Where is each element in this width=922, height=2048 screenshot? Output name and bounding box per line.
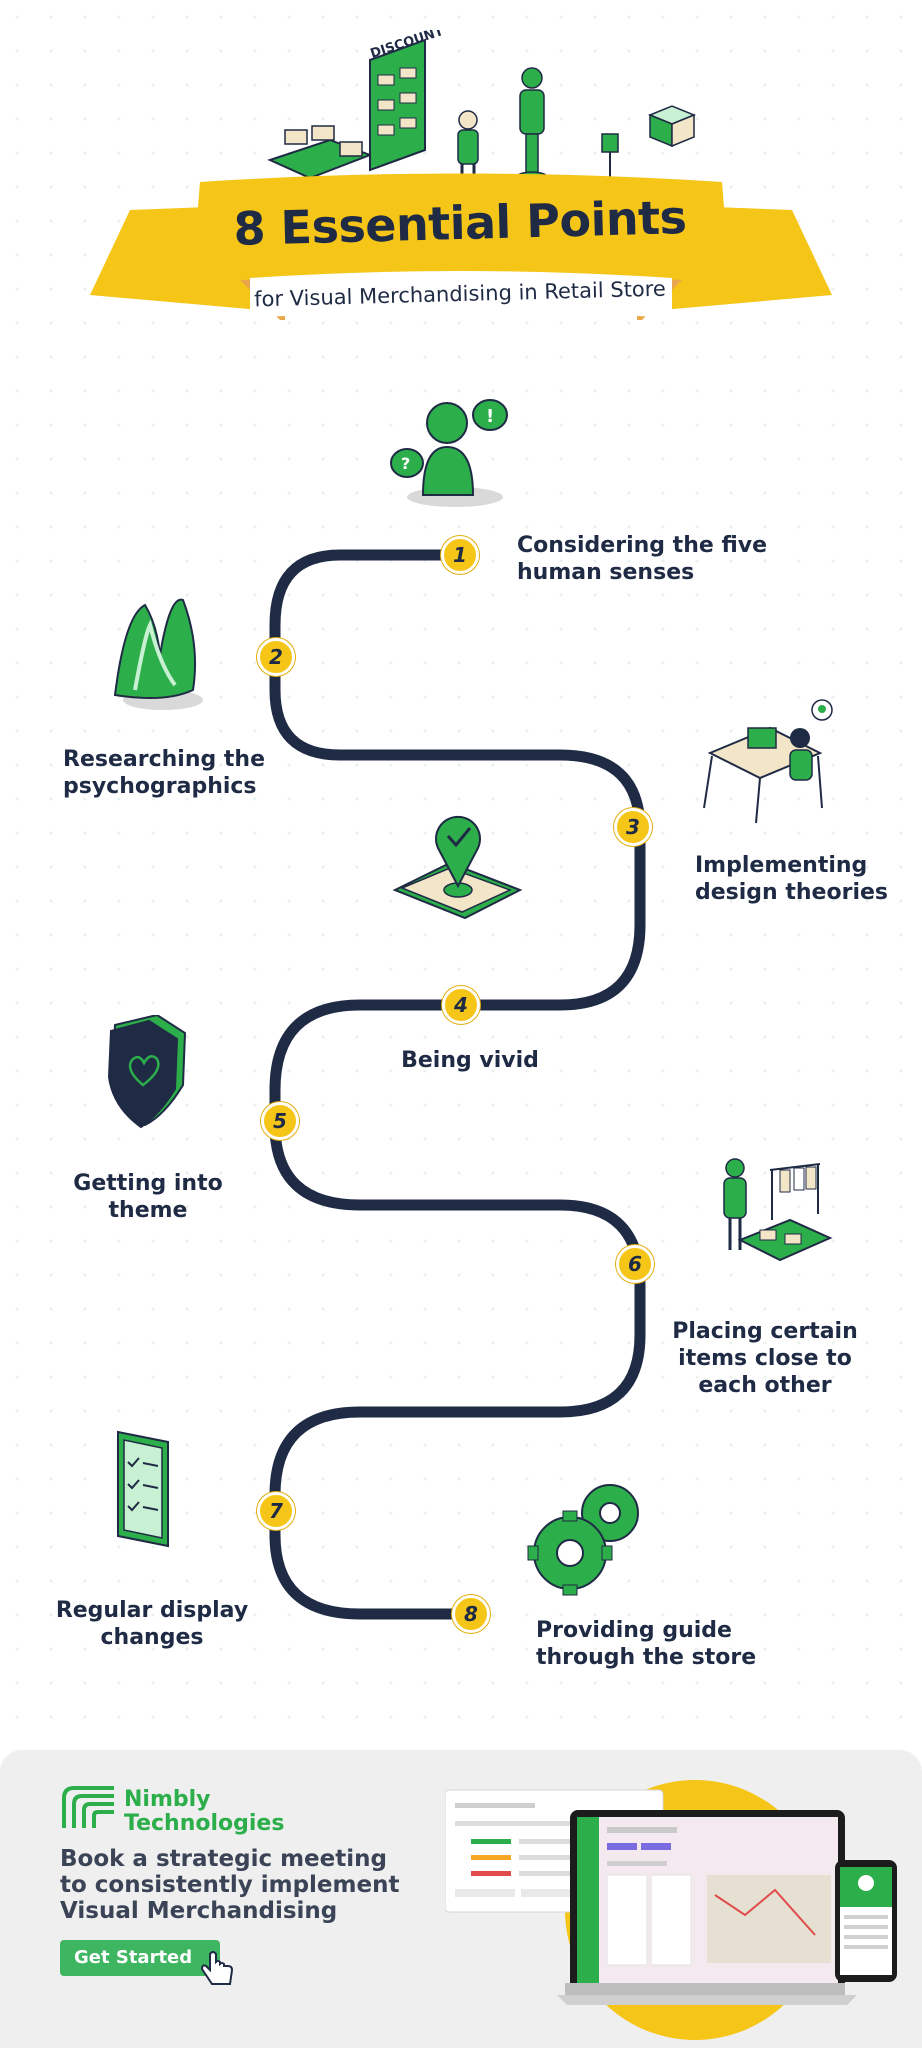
point-6-marker: 6 (616, 1245, 654, 1283)
gears-icon (527, 1484, 639, 1596)
cta-text: Book a strategic meeting to consistently… (60, 1846, 400, 1924)
shield-heart-icon (107, 1015, 187, 1129)
point-8-marker: 8 (452, 1595, 490, 1633)
hand-cursor-icon (200, 1951, 234, 1985)
point-4-marker: 4 (442, 986, 480, 1024)
svg-text:?: ? (401, 454, 410, 473)
abstract-shape-icon (113, 598, 203, 710)
title-banner (90, 173, 832, 320)
get-started-button[interactable]: Get Started (60, 1940, 220, 1976)
map-pin-icon (392, 815, 523, 920)
designer-at-desk-icon (703, 699, 833, 824)
svg-text:!: ! (486, 406, 494, 427)
point-4-label: Being vivid (401, 1048, 539, 1073)
point-3-marker: 3 (614, 808, 652, 846)
nimbly-logo-icon (62, 1786, 114, 1828)
point-7-marker: 7 (257, 1492, 295, 1530)
point-2-marker: 2 (257, 638, 295, 676)
point-5-marker: 5 (261, 1102, 299, 1140)
point-1-marker: 1 (441, 536, 479, 574)
store-illustration-icon: DISCOUNT (267, 30, 696, 188)
product-devices-illustration (445, 1780, 897, 2040)
store-display-icon (723, 1158, 833, 1262)
clipboard-checklist-icon (117, 1430, 169, 1548)
speech-bubbles-person-icon: ! ? (390, 399, 508, 507)
